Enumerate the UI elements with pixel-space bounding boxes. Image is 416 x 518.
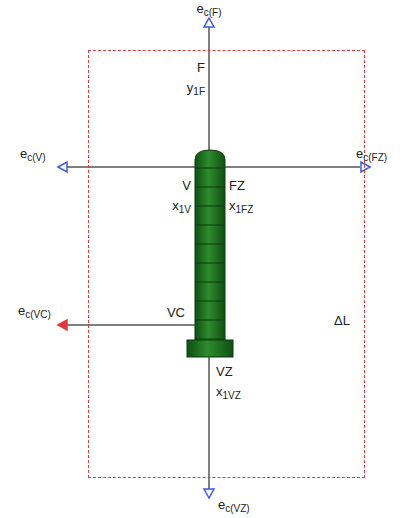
composition-label: x1FZ xyxy=(229,198,253,215)
stream-end-label: ec(F) xyxy=(196,1,221,18)
composition-label: x1V xyxy=(172,198,191,215)
stream-name: V xyxy=(182,178,191,194)
stream-name: F xyxy=(197,60,205,76)
stream-end-marker xyxy=(58,320,67,330)
stream-lines xyxy=(66,26,360,490)
stream-end-markers xyxy=(58,18,370,498)
distillation-column xyxy=(187,150,233,357)
stream-name: VC xyxy=(167,305,185,321)
stream-end-label: ec(VZ) xyxy=(218,497,250,514)
volume-label: ΔL xyxy=(334,313,350,329)
stream-name: FZ xyxy=(229,178,245,194)
stream-end-label: ec(FZ) xyxy=(356,146,387,163)
stream-name: VZ xyxy=(216,364,233,380)
control-volume-box: ΔL xyxy=(88,50,365,478)
stream-end-label: ec(V) xyxy=(20,146,46,163)
composition-label: y1F xyxy=(187,80,205,97)
stream-end-label: ec(VC) xyxy=(18,303,51,320)
composition-label: x1VZ xyxy=(216,384,241,401)
